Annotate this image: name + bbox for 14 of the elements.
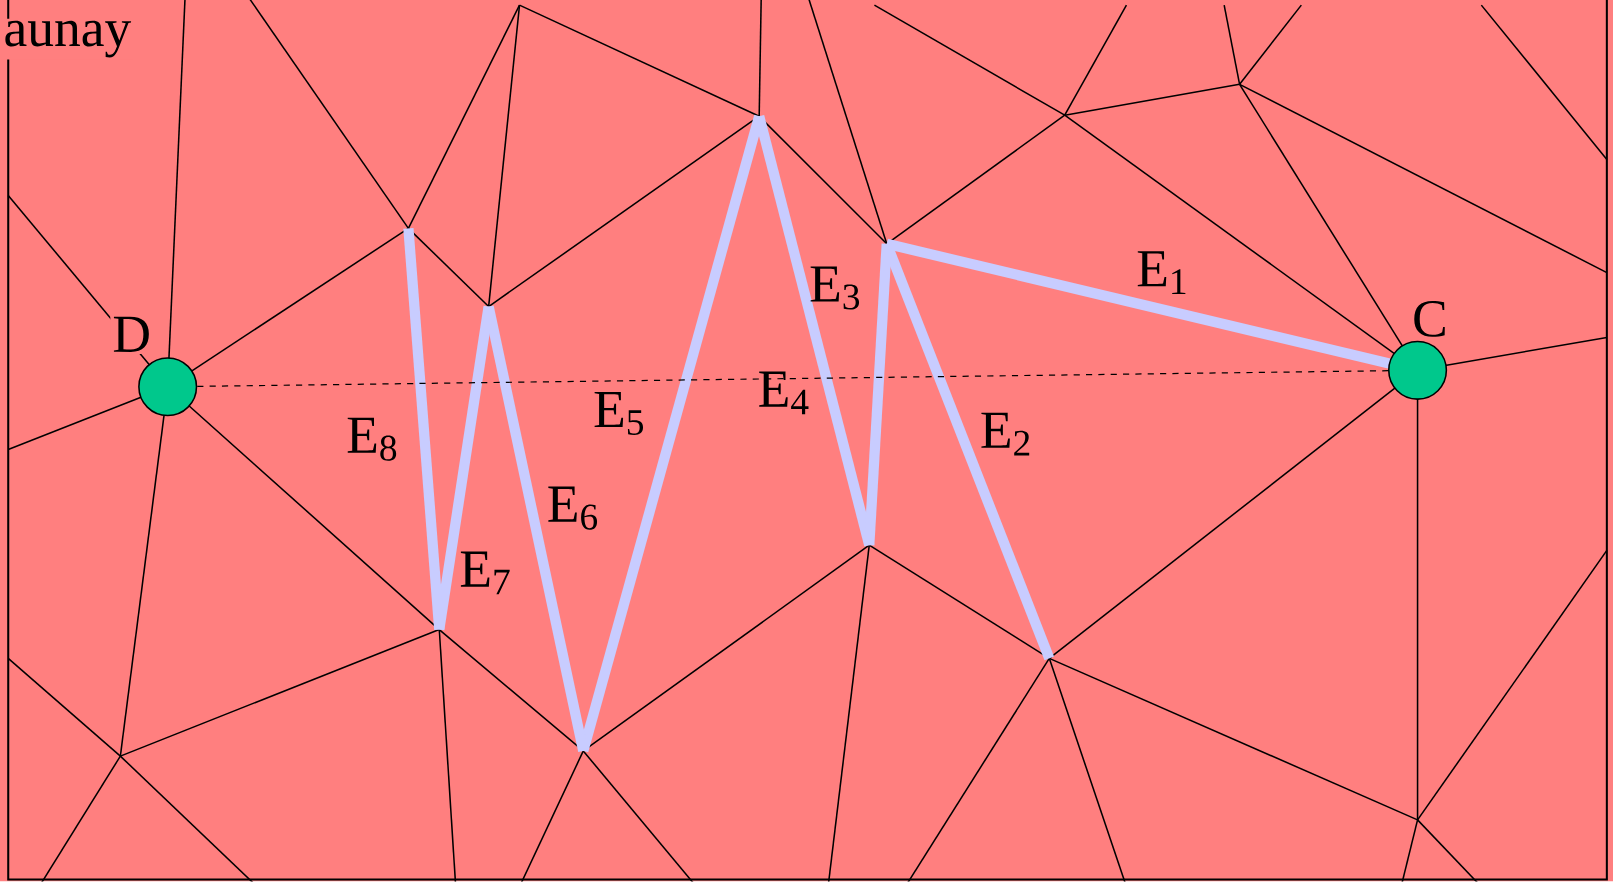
path-label: E$_{4}$ xyxy=(759,371,809,415)
path-label: E$_{5}$ xyxy=(594,392,643,436)
vertex-label: C xyxy=(1410,299,1450,340)
vertex-dot xyxy=(1388,340,1448,401)
path-label: E$_{2}$ xyxy=(981,412,1030,456)
vertex-label: D xyxy=(110,314,154,355)
title-text: aunay xyxy=(1,18,134,60)
path-label: E$_{8}$ xyxy=(347,417,397,461)
path-label: E$_{7}$ xyxy=(460,551,510,595)
path-label: E$_{3}$ xyxy=(810,266,860,310)
path-label: E$_{1}$ xyxy=(1137,251,1186,295)
dashed-line xyxy=(196,370,1389,388)
vertex-dot xyxy=(138,357,198,417)
path-label: E$_{6}$ xyxy=(548,486,598,530)
